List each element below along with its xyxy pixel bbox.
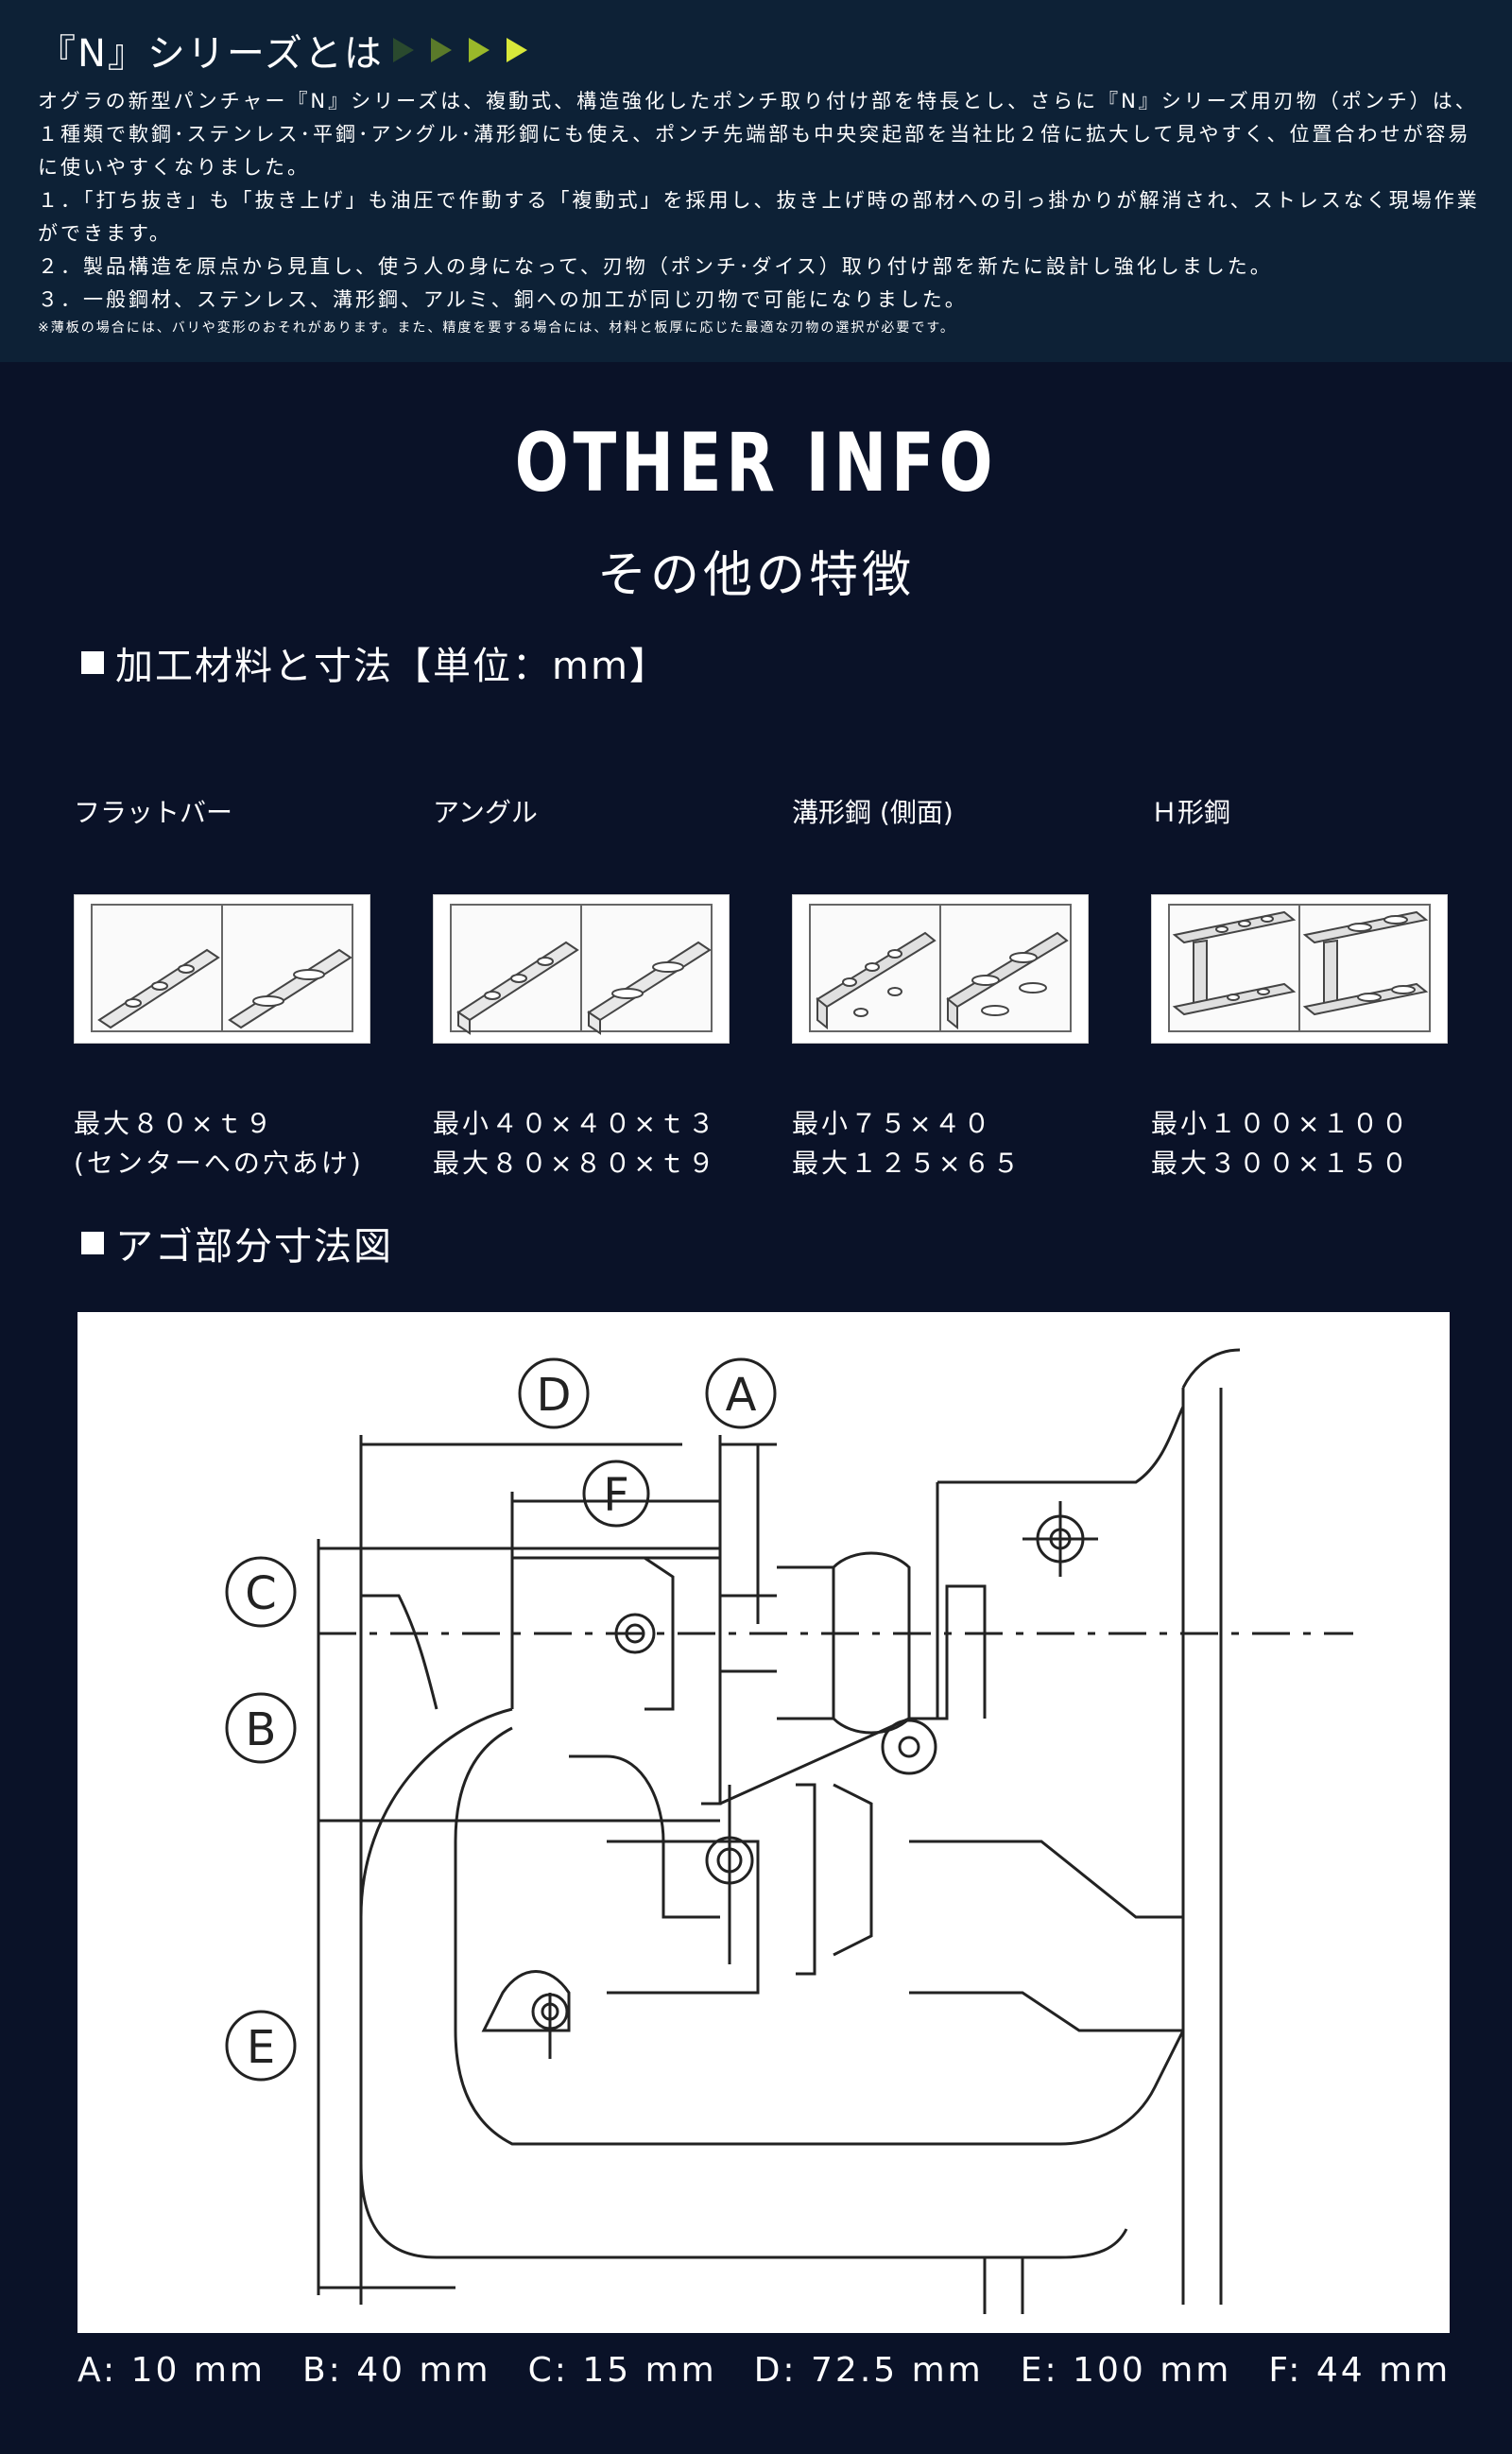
- jaw-heading-text: アゴ部分寸法図: [115, 1225, 393, 1269]
- material-dims: 最小７５×４０ 最大１２５×６５: [792, 1104, 1022, 1184]
- materials-heading: 加工材料と寸法【単位：mm】: [81, 635, 669, 690]
- label-f: F: [603, 1469, 629, 1522]
- jaw-heading: アゴ部分寸法図: [81, 1216, 393, 1270]
- intro-note: ※薄板の場合には、バリや変形のおそれがあります。また、精度を要する場合には、材料…: [38, 320, 955, 336]
- intro-panel: 『N』シリーズとは オグラの新型パンチャー『N』シリーズは、複動式、構造強化した…: [0, 0, 1512, 362]
- material-angle: アングル 最小４０×４０×ｔ３ 最大８０×８０×ｔ９: [433, 792, 735, 1179]
- intro-paragraph: オグラの新型パンチャー『N』シリーズは、複動式、構造強化したポンチ取り付け部を特…: [38, 90, 1478, 179]
- intro-title-text: 『N』シリーズとは: [38, 32, 384, 76]
- angle-image: [433, 894, 730, 1044]
- material-dims: 最大８０×ｔ９ (センターへの穴あけ): [74, 1104, 364, 1184]
- intro-paragraph: ２．製品構造を原点から見直し、使う人の身になって、刃物（ポンチ･ダイス）取り付け…: [38, 255, 1273, 278]
- label-a: A: [726, 1369, 757, 1422]
- arrow-icon: [506, 38, 527, 62]
- square-bullet-icon: [81, 1232, 104, 1254]
- dim-line: 最大８０×８０×ｔ９: [433, 1148, 717, 1179]
- dim-line: 最小７５×４０: [792, 1108, 993, 1139]
- section-subtitle: その他の特徴: [596, 547, 915, 604]
- dim-line: 最小１００×１００: [1151, 1108, 1411, 1139]
- dim-line: 最大１２５×６５: [792, 1148, 1022, 1179]
- label-e: E: [247, 2021, 275, 2074]
- intro-body: オグラの新型パンチャー『N』シリーズは、複動式、構造強化したポンチ取り付け部を特…: [38, 85, 1484, 339]
- dim-line: 最大３００×１５０: [1151, 1148, 1411, 1179]
- h-beam-image: [1151, 894, 1448, 1044]
- label-d: D: [537, 1369, 572, 1422]
- material-channel: 溝形鋼 (側面) 最小７５×４０ 最大１２５×６５: [792, 792, 1094, 1179]
- square-bullet-icon: [81, 651, 104, 674]
- dim-line: 最小４０×４０×ｔ３: [433, 1108, 717, 1139]
- channel-image: [792, 894, 1089, 1044]
- material-flat-bar: フラットバー 最大８０×ｔ９ (センターへの穴あけ): [74, 792, 376, 1179]
- material-dims: 最小１００×１００ 最大３００×１５０: [1151, 1104, 1410, 1184]
- material-name: Ｈ形鋼: [1151, 797, 1231, 828]
- materials-heading-text: 加工材料と寸法【単位：mm】: [115, 645, 669, 688]
- flat-bar-image: [74, 894, 370, 1044]
- material-dims: 最小４０×４０×ｔ３ 最大８０×８０×ｔ９: [433, 1104, 717, 1184]
- material-name: フラットバー: [74, 797, 233, 828]
- section-title: OTHER INFO: [514, 416, 998, 510]
- intro-paragraph: １．「打ち抜き」も「抜き上げ」も油圧で作動する「複動式」を採用し、抜き上げ時の部…: [38, 189, 1480, 245]
- material-name: アングル: [433, 797, 538, 828]
- label-c: C: [245, 1567, 277, 1620]
- arrow-icon: [430, 38, 452, 62]
- dim-line: (センターへの穴あけ): [74, 1148, 364, 1179]
- dimensions-summary: A: 10 mm B: 40 mm C: 15 mm D: 72.5 mm E:…: [77, 2351, 1452, 2390]
- arrow-icon: [392, 38, 414, 62]
- jaw-dimension-diagram: D A F C B E: [77, 1312, 1450, 2333]
- dim-line: 最大８０×ｔ９: [74, 1108, 275, 1139]
- arrow-icons: [392, 38, 541, 62]
- intro-title: 『N』シリーズとは: [38, 23, 541, 78]
- label-b: B: [246, 1703, 277, 1756]
- arrow-icon: [468, 38, 490, 62]
- material-name: 溝形鋼 (側面): [792, 797, 954, 828]
- intro-paragraph: ３．一般鋼材、ステンレス、溝形鋼、アルミ、銅への加工が同じ刃物で可能になりました…: [38, 288, 968, 311]
- material-h-beam: Ｈ形鋼 最小１００×１００ 最大３００×１５０: [1151, 792, 1453, 1179]
